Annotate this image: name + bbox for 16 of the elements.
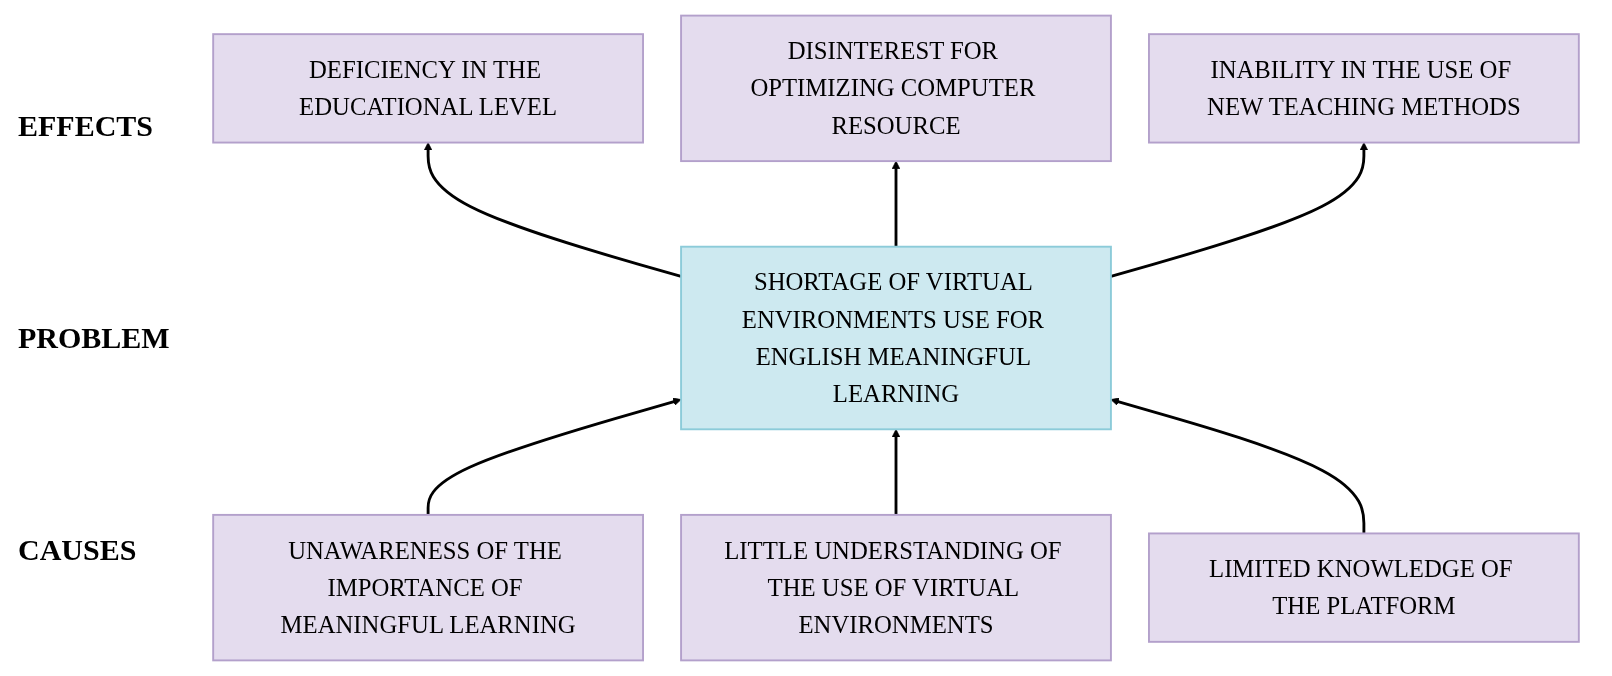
row-label: PROBLEM [18, 321, 171, 355]
node-box: SHORTAGE OF VIRTUAL ENVIRONMENTS USE FOR ENGLISH MEANINGFUL LEARNING [680, 245, 1112, 431]
arrow [426, 397, 682, 515]
arrow [1110, 397, 1366, 534]
row-label: EFFECTS [18, 109, 155, 143]
node-box: LIMITED KNOWLEDGE OF THE PLATFORM [1148, 532, 1580, 643]
node-box: LITTLE UNDERSTANDING OF THE USE OF VIRTUAL ENVIRONMENTS [680, 513, 1112, 662]
arrow [1110, 142, 1369, 278]
node-box: UNAWARENESS OF THE IMPORTANCE OF MEANINGFUL LEARNING [212, 513, 644, 662]
row-label: CAUSES [18, 533, 138, 567]
arrow [891, 428, 901, 515]
arrow [891, 160, 901, 247]
arrow [423, 142, 682, 278]
node-box: INABILITY IN THE USE OF NEW TEACHING METHODS [1148, 33, 1580, 144]
node-box: DISINTEREST FOR OPTIMIZING COMPUTER RESOURCE [680, 14, 1112, 163]
node-box: DEFICIENCY IN THE EDUCATIONAL LEVEL [212, 33, 644, 144]
